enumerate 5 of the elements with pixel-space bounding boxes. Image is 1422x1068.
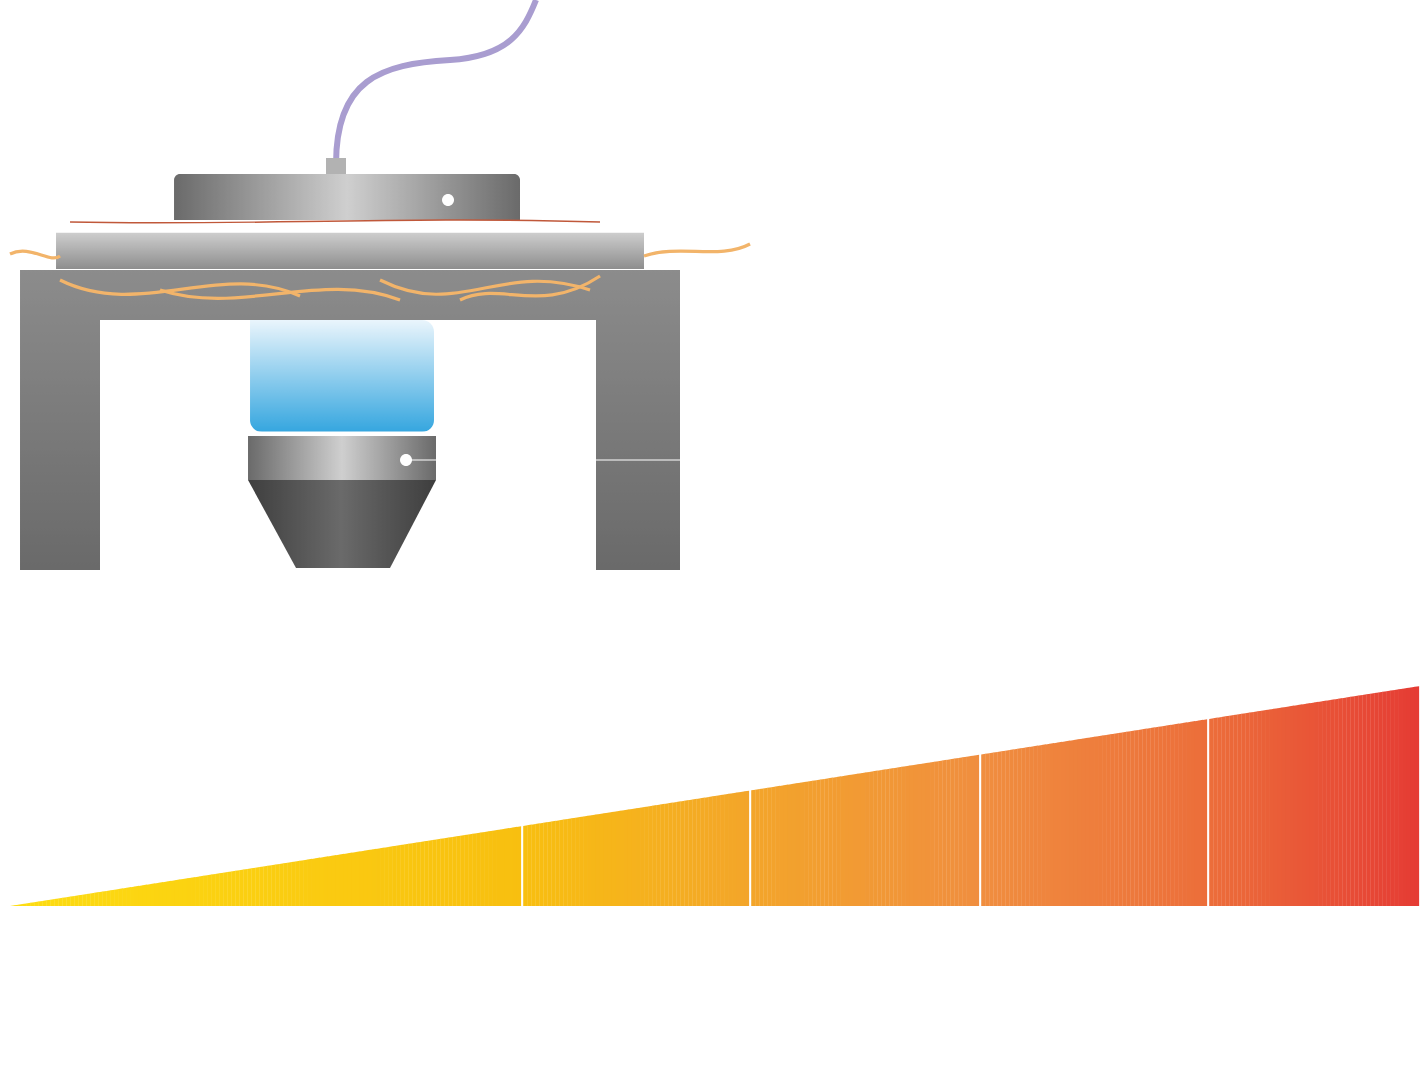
picture [9, 0, 751, 570]
gradient-wedge [1209, 686, 1420, 906]
gradient-wedge [981, 719, 1208, 906]
gradient-wedge [523, 790, 750, 906]
gradient-wedge [751, 754, 980, 906]
